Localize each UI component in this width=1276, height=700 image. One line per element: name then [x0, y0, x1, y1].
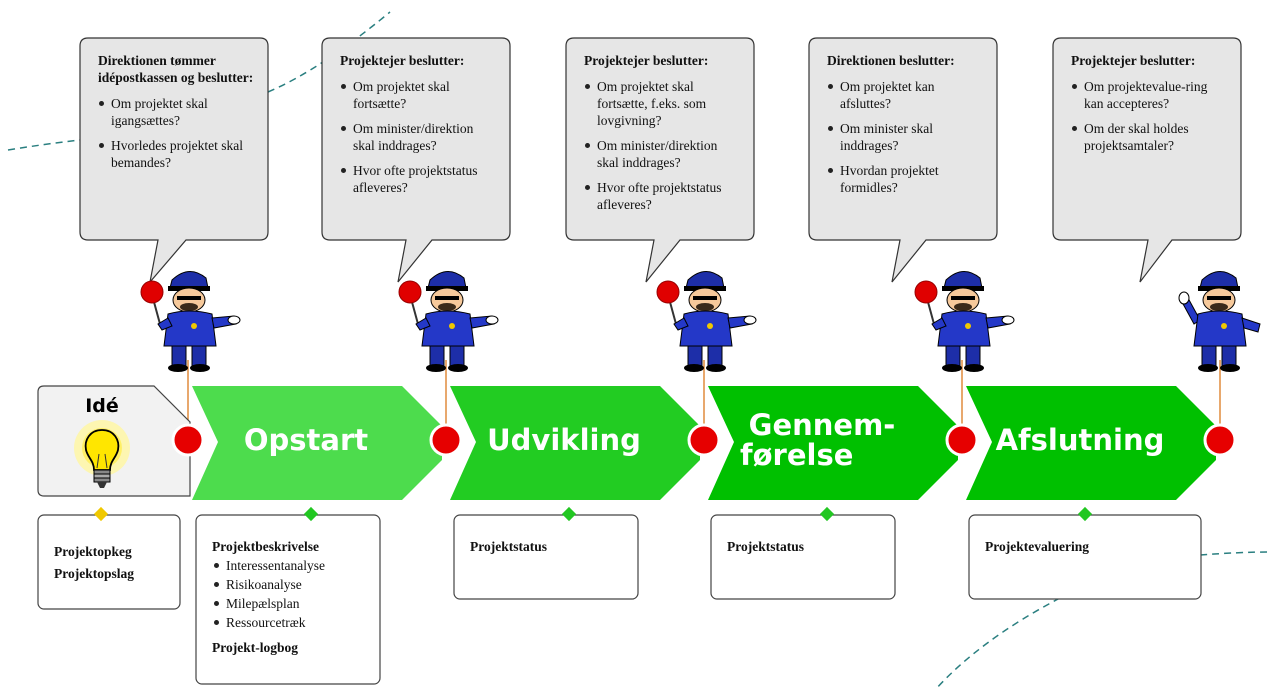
deliverable-item: Milepælsplan [212, 594, 368, 613]
phase-label-udvikling: Udvikling [487, 423, 641, 457]
police-officer-icon [398, 271, 499, 372]
decision-bubble [565, 37, 755, 283]
deliverable-title: Projektevaluering [985, 539, 1089, 554]
deliverable-text-opstart: Projektbeskrivelse Interessentanalyse Ri… [196, 515, 380, 657]
deliverable-title: Projektopkeg [54, 544, 132, 559]
phase-chevron-afslutning [966, 386, 1216, 500]
dashed-curve [934, 597, 1061, 691]
bubble-item: Om der skal holdes projektsamtaler? [1071, 120, 1229, 154]
bubble-item: Om projektet skal igangsættes? [98, 95, 256, 129]
stop-sign-icon [398, 280, 422, 304]
bubble-gate-2: Projektejer beslutter: Om projektet skal… [322, 38, 510, 240]
bubble-item: Om projektet kan afsluttes? [827, 78, 985, 112]
gate-marker [687, 423, 721, 457]
gate-markers [171, 423, 1237, 457]
phase-label-line: førelse [740, 438, 854, 472]
phase-label-opstart: Opstart [243, 423, 369, 457]
gate-marker [945, 423, 979, 457]
bubble-heading: Direktionen tømmer idépostkassen og besl… [98, 53, 254, 85]
gate-connectors [187, 360, 1221, 425]
bubble-item: Hvor ofte projektstatus afleveres? [340, 162, 498, 196]
deliverable-text-idea: Projektopkeg Projektopslag [38, 515, 180, 585]
bubble-item: Hvorledes projektet skal bemandes? [98, 137, 256, 171]
gate-marker [429, 423, 463, 457]
bubble-item: Om minister skal inddrages? [827, 120, 985, 154]
bubble-item: Om minister/direktion skal inddrages? [584, 137, 742, 171]
deliverable-box-opstart [195, 514, 381, 685]
deliverable-text-udvikling: Projektstatus [454, 515, 638, 556]
phase-chevron-gennemforelse [708, 386, 958, 500]
bubble-heading: Projektejer beslutter: [584, 53, 709, 68]
stop-sign-icon [140, 280, 164, 304]
decision-bubble [1052, 37, 1242, 283]
police-officer-icon [914, 271, 1015, 372]
bubble-item: Om projektevalue-ring kan accepteres? [1071, 78, 1229, 112]
lightbulb-icon [74, 420, 130, 488]
bubble-heading: Projektejer beslutter: [340, 53, 465, 68]
bubble-gate-3: Projektejer beslutter: Om projektet skal… [566, 38, 754, 240]
deliverable-text-gennemforelse: Projektstatus [711, 515, 895, 556]
deliverable-footer: Projekt-logbog [212, 640, 298, 655]
bubble-gate-4: Direktionen beslutter: Om projektet kan … [809, 38, 997, 240]
deliverable-item: Ressourcetræk [212, 613, 368, 632]
bubble-item: Hvor ofte projektstatus afleveres? [584, 179, 742, 213]
deliverable-item: Risikoanalyse [212, 575, 368, 594]
dashed-curve [7, 139, 81, 151]
police-officer-icon [656, 271, 757, 372]
bubble-item: Hvordan projektet formidles? [827, 162, 985, 196]
deliverable-title: Projektstatus [470, 539, 547, 554]
police-officer-icon [1178, 271, 1261, 372]
stop-sign-icon [914, 280, 938, 304]
deliverable-box-udvikling [453, 514, 639, 600]
phase-label-gennemforelse: Gennem- førelse [712, 410, 932, 470]
decision-bubble [808, 37, 998, 283]
phase-label-line: Gennem- [748, 408, 896, 442]
stop-sign-icon [656, 280, 680, 304]
deliverable-title: Projektstatus [727, 539, 804, 554]
idea-label: Idé [85, 395, 119, 417]
dashed-curve [1199, 551, 1271, 556]
deliverable-box-gennemforelse [710, 514, 896, 600]
gate-marker [171, 423, 205, 457]
phase-chevron-udvikling [450, 386, 700, 500]
bubble-item: Om minister/direktion skal inddrages? [340, 120, 498, 154]
decision-bubble [79, 37, 269, 285]
bubble-gate-5: Projektejer beslutter: Om projektevalue-… [1053, 38, 1241, 240]
decision-bubble [321, 37, 511, 283]
bubble-heading: Direktionen beslutter: [827, 53, 955, 68]
gate-marker [1203, 423, 1237, 457]
bubble-gate-1: Direktionen tømmer idépostkassen og besl… [80, 38, 268, 240]
deliverable-item: Interessentanalyse [212, 556, 368, 575]
phase-label-afslutning: Afslutning [995, 423, 1165, 457]
bubble-item: Om projektet skal fortsætte, f.eks. som … [584, 78, 742, 129]
deliverable-text-afslutning: Projektevaluering [969, 515, 1201, 556]
police-officer-icon [140, 271, 241, 372]
bubble-item: Om projektet skal fortsætte? [340, 78, 498, 112]
deliverable-box-idea [37, 514, 181, 610]
deliverable-title: Projektbeskrivelse [212, 539, 319, 554]
phase-chevron-opstart [192, 386, 442, 500]
deliverable-title: Projektopslag [54, 566, 134, 581]
bubble-heading: Projektejer beslutter: [1071, 53, 1196, 68]
